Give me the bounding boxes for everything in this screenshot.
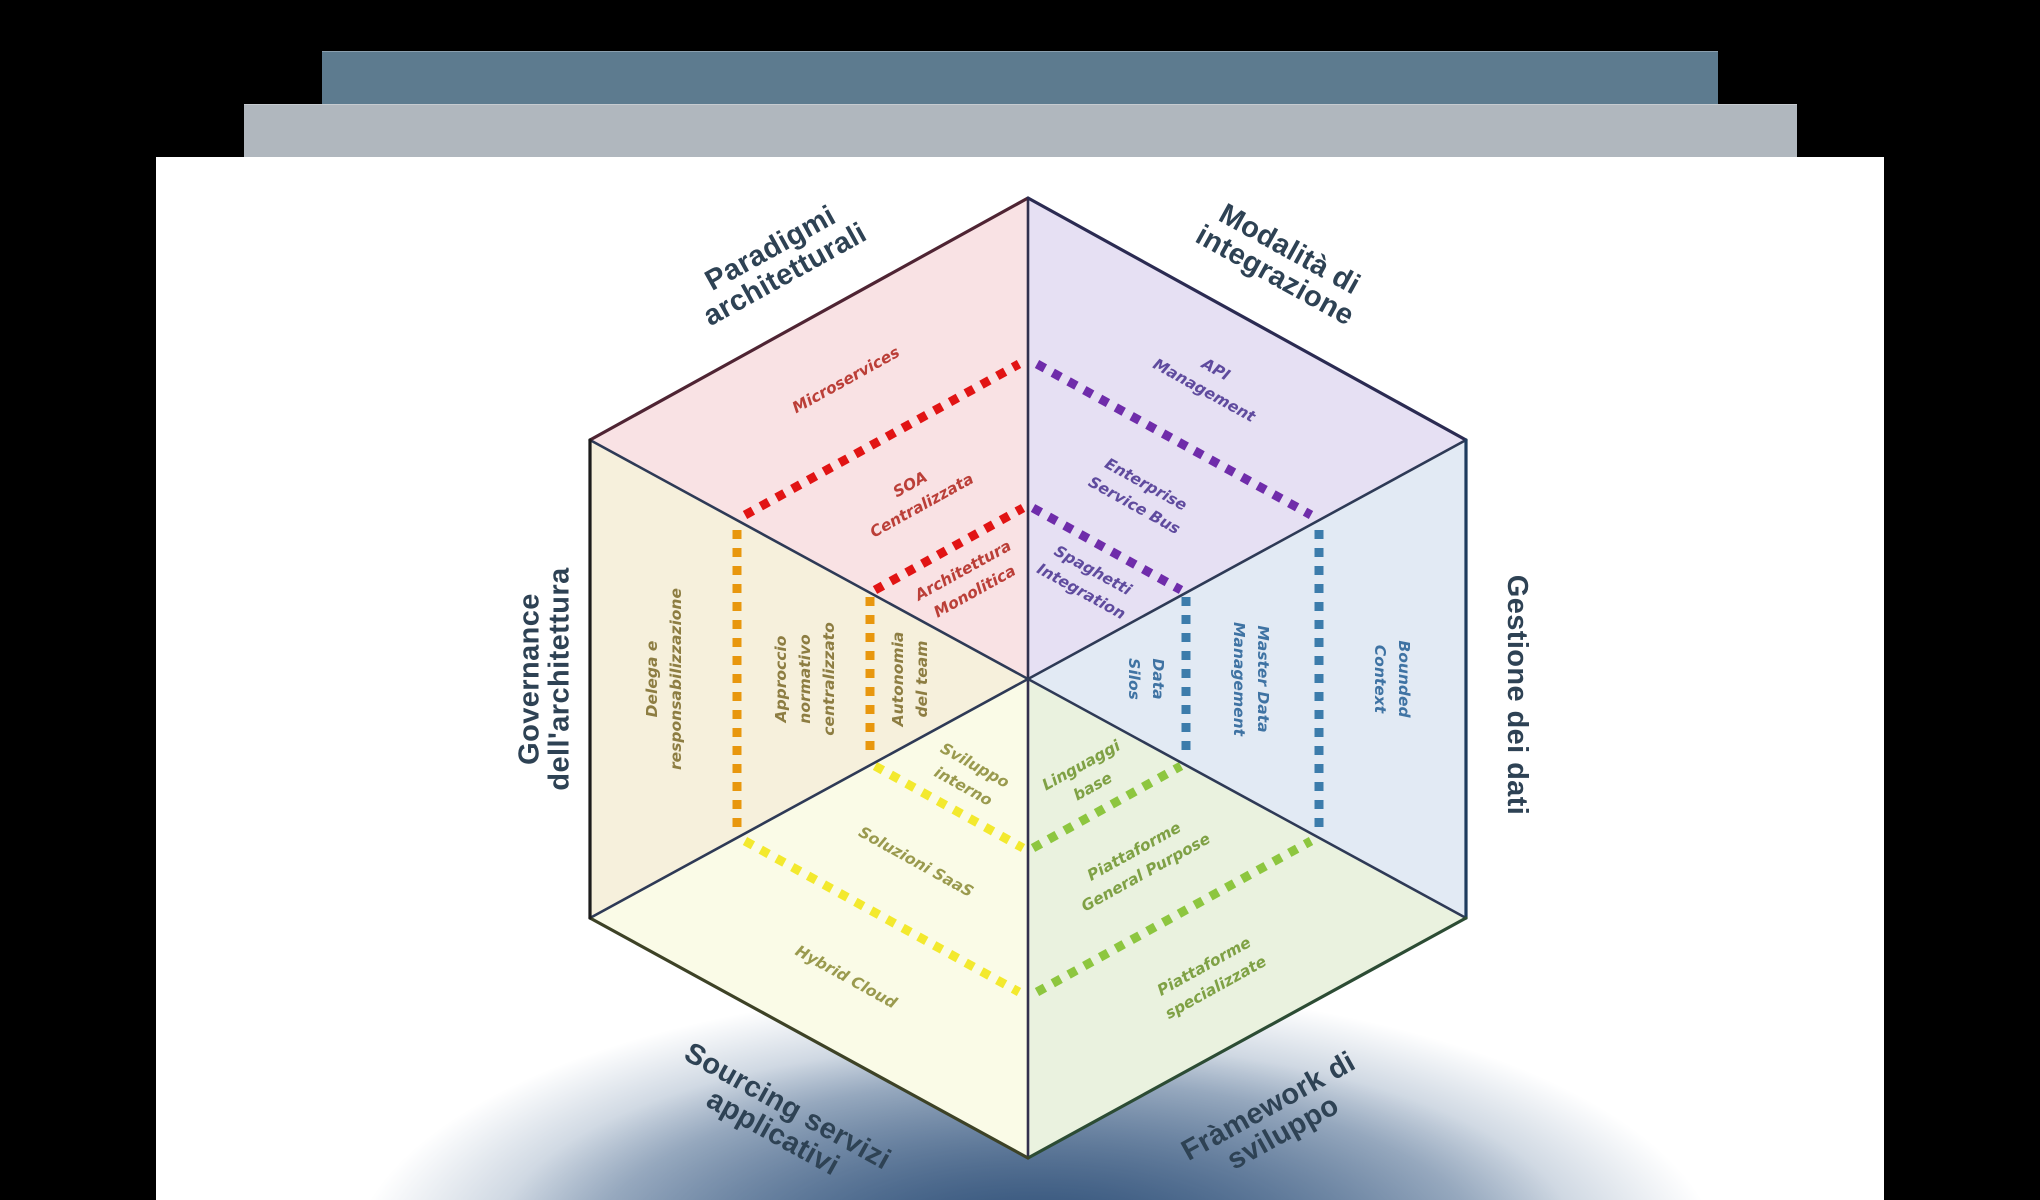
sector-sourcing-fill <box>590 678 1028 1158</box>
sector-integrazione-fill <box>1028 198 1466 678</box>
sector-paradigmi-divider-1 <box>742 360 1022 519</box>
window-title-bar <box>322 51 1718 104</box>
sector-framework-divider-1 <box>1034 837 1314 996</box>
sector-framework-fill <box>1028 678 1466 1158</box>
window-toolbar-bar <box>244 104 1797 157</box>
sector-governance-fill <box>590 440 1028 918</box>
hexagon-outline <box>588 196 1468 1160</box>
item-label-data-silos: Data Silos <box>1125 658 1168 700</box>
category-label-dati: Gestione dei dati <box>1501 574 1534 816</box>
item-label-delega-responsabilizzazione: Delega e responsabilizzazione <box>642 588 685 770</box>
item-label-master-data-management: Master Data Management <box>1230 621 1273 737</box>
hexagon-diagonals <box>588 196 1468 1160</box>
item-label-autonomia-del-team: Autonomia del team <box>888 631 931 727</box>
sector-integrazione-divider-1 <box>1034 360 1314 519</box>
sector-sourcing-divider-1 <box>742 837 1022 996</box>
sector-dati-fill <box>1028 440 1466 918</box>
sector-paradigmi-fill <box>590 198 1028 678</box>
slide-canvas: Paradigmi architetturali Modalità di int… <box>156 157 1884 1200</box>
item-label-approccio-normativo-centralizzato: Approccio normativo centralizzato <box>771 622 839 736</box>
category-label-governance: Governance dell'architettura <box>513 567 576 791</box>
item-label-bounded-context: Bounded Context <box>1371 640 1414 718</box>
hexagon-diagram <box>588 196 1468 1160</box>
